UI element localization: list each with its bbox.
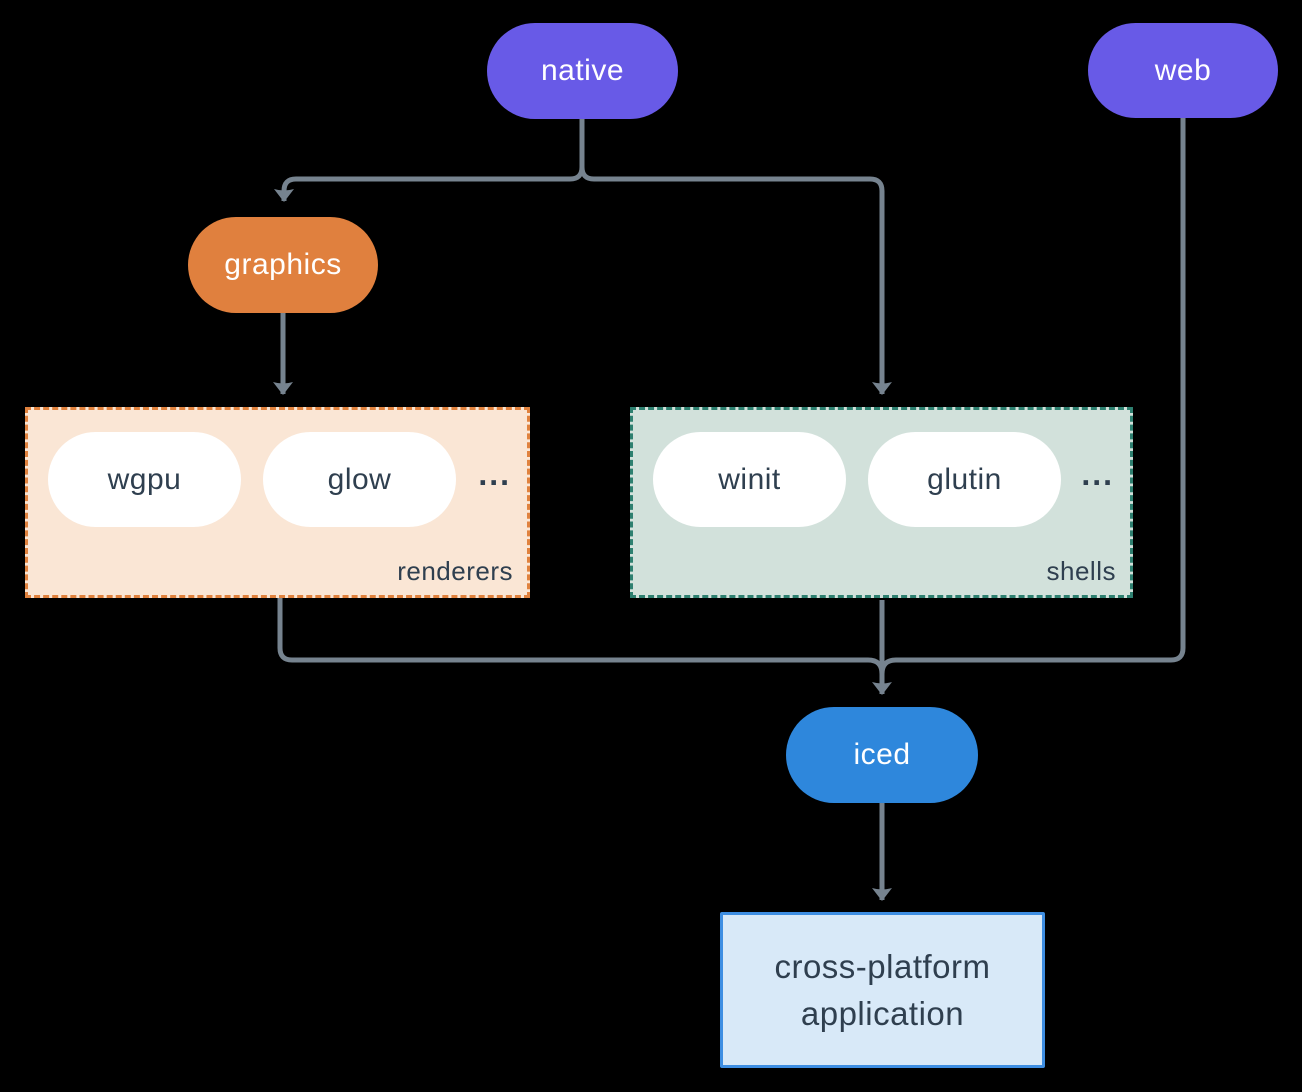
renderers-ellipsis: ...: [478, 456, 511, 492]
node-graphics: graphics: [188, 217, 378, 313]
node-wgpu: wgpu: [48, 432, 241, 527]
node-winit: winit: [653, 432, 846, 527]
group-shells: winit glutin ... shells: [630, 407, 1133, 598]
app-label-line2: application: [800, 995, 965, 1032]
shells-ellipsis: ...: [1081, 456, 1114, 492]
node-glow: glow: [263, 432, 456, 527]
node-glutin: glutin: [868, 432, 1061, 527]
app-label-line1: cross-platform: [774, 948, 991, 985]
edge-native-shells: [579, 119, 892, 395]
node-web: web: [1088, 23, 1278, 118]
edge-native-graphics: [274, 119, 585, 202]
node-iced: iced: [786, 707, 978, 803]
node-native: native: [487, 23, 678, 119]
renderers-group-label: renderers: [397, 556, 513, 586]
edge-renderers-iced: [277, 598, 885, 675]
group-renderers: wgpu glow ... renderers: [25, 407, 530, 598]
shells-group-label: shells: [1046, 556, 1116, 586]
node-cross-platform-application: cross-platform application: [720, 912, 1045, 1068]
